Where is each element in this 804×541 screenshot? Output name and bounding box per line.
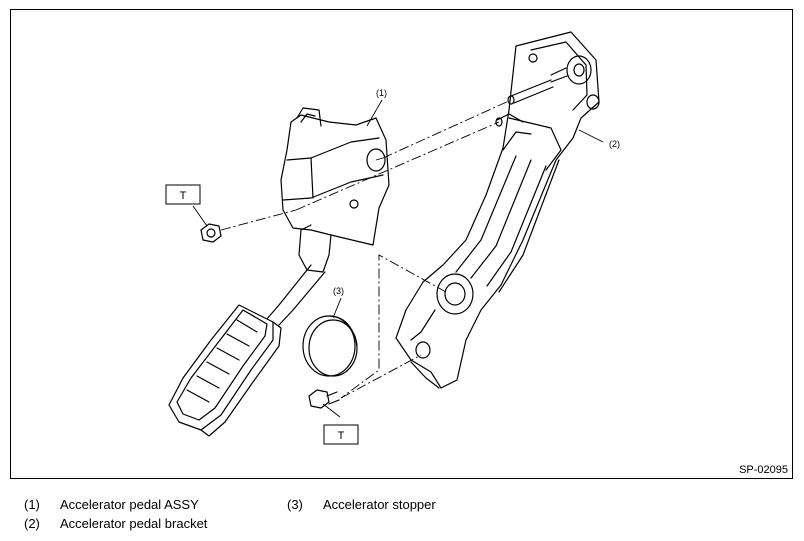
nut-top bbox=[200, 223, 222, 243]
accelerator-pedal-bracket bbox=[395, 31, 600, 389]
torque-mark-top: T bbox=[165, 184, 201, 205]
accelerator-pedal-assy bbox=[168, 107, 390, 437]
legend-number: (1) bbox=[24, 497, 40, 512]
assembly-lines bbox=[220, 99, 512, 399]
bracket-studs bbox=[495, 79, 554, 127]
callout-2: (2) bbox=[609, 139, 620, 149]
legend-number: (3) bbox=[287, 497, 303, 512]
figure-frame: (1) (2) (3) T T SP-02095 bbox=[10, 9, 793, 479]
callout-1: (1) bbox=[376, 88, 387, 98]
torque-mark-bottom-label: T bbox=[338, 430, 345, 442]
legend-text: Accelerator stopper bbox=[323, 497, 436, 512]
exploded-diagram: (1) (2) (3) T T bbox=[165, 31, 620, 445]
torque-mark-top-label: T bbox=[180, 190, 187, 202]
legend-number: (2) bbox=[24, 516, 40, 531]
bolt-bottom bbox=[308, 389, 340, 409]
accelerator-stopper bbox=[302, 315, 358, 377]
legend-text: Accelerator pedal ASSY bbox=[60, 497, 199, 512]
torque-mark-bottom: T bbox=[323, 424, 359, 445]
legend-text: Accelerator pedal bracket bbox=[60, 516, 208, 531]
leader-lines bbox=[192, 99, 604, 418]
callout-3: (3) bbox=[333, 286, 344, 296]
figure-code: SP-02095 bbox=[739, 464, 788, 476]
